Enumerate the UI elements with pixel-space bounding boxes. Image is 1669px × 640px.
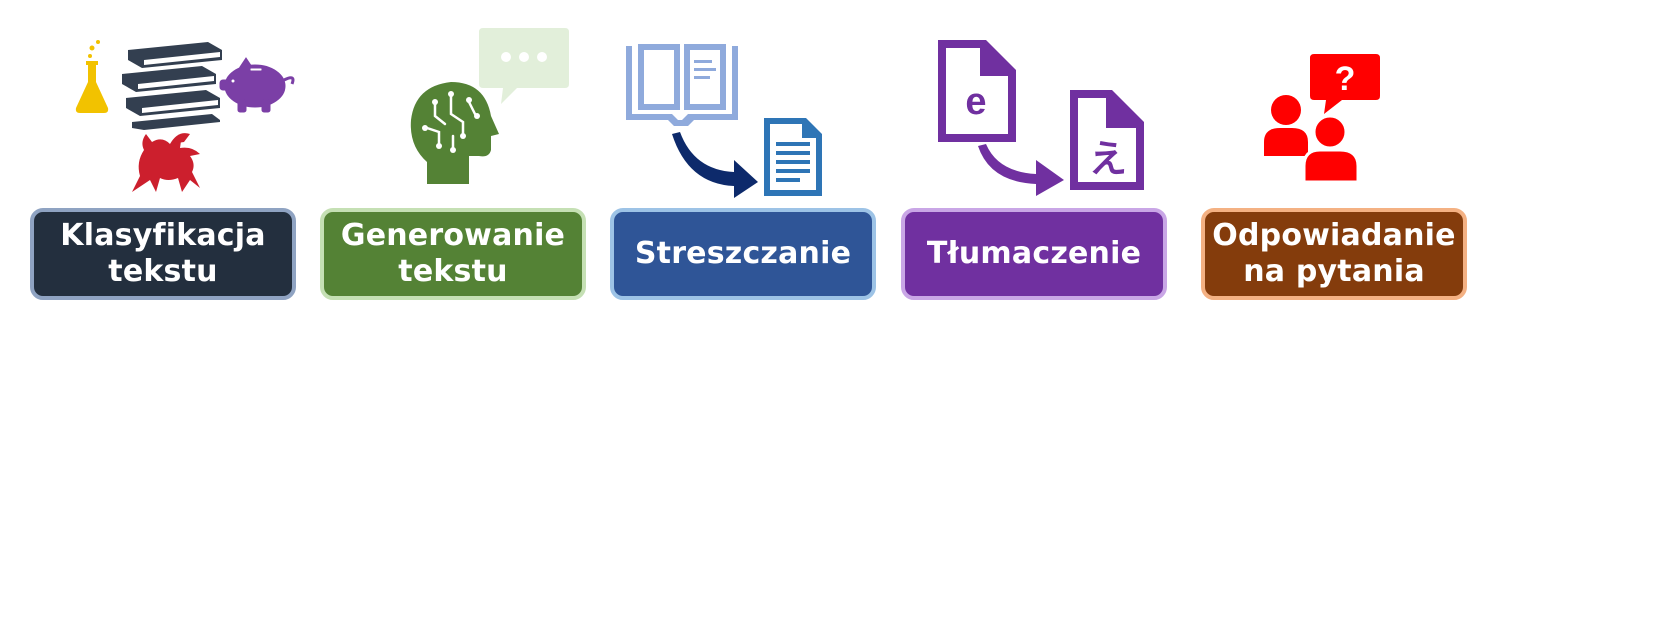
speech-bubble-icon	[479, 28, 569, 104]
classification-icons	[70, 30, 310, 210]
document-e-icon: e	[938, 40, 1016, 142]
arrow-icon	[978, 144, 1064, 196]
translation-icons: e え	[932, 36, 1162, 206]
summarization-icons	[622, 40, 832, 200]
question-glyph: ?	[1335, 60, 1356, 98]
source-glyph: e	[965, 81, 986, 123]
task-label-question-answering: Odpowiadanie na pytania	[1201, 208, 1467, 300]
task-label-text-classification: Klasyfikacja tekstu	[30, 208, 296, 300]
target-glyph: え	[1089, 137, 1127, 181]
generation-icons	[405, 24, 575, 194]
qa-icons: ?	[1262, 50, 1392, 190]
books-icon	[122, 42, 222, 130]
task-label-text-generation: Generowanie tekstu	[320, 208, 586, 300]
task-label-summarization: Streszczanie	[610, 208, 876, 300]
task-label-translation: Tłumaczenie	[901, 208, 1167, 300]
arrow-icon	[672, 132, 758, 198]
brain-head-icon	[410, 82, 499, 184]
dragon-icon	[132, 133, 200, 192]
document-icon	[764, 118, 822, 196]
open-book-icon	[626, 44, 738, 126]
question-bubble-icon: ?	[1310, 54, 1380, 114]
document-char-icon: え	[1070, 90, 1144, 190]
piggy-bank-icon	[219, 57, 295, 113]
people-icon	[1264, 95, 1360, 184]
flask-icon	[75, 40, 109, 113]
